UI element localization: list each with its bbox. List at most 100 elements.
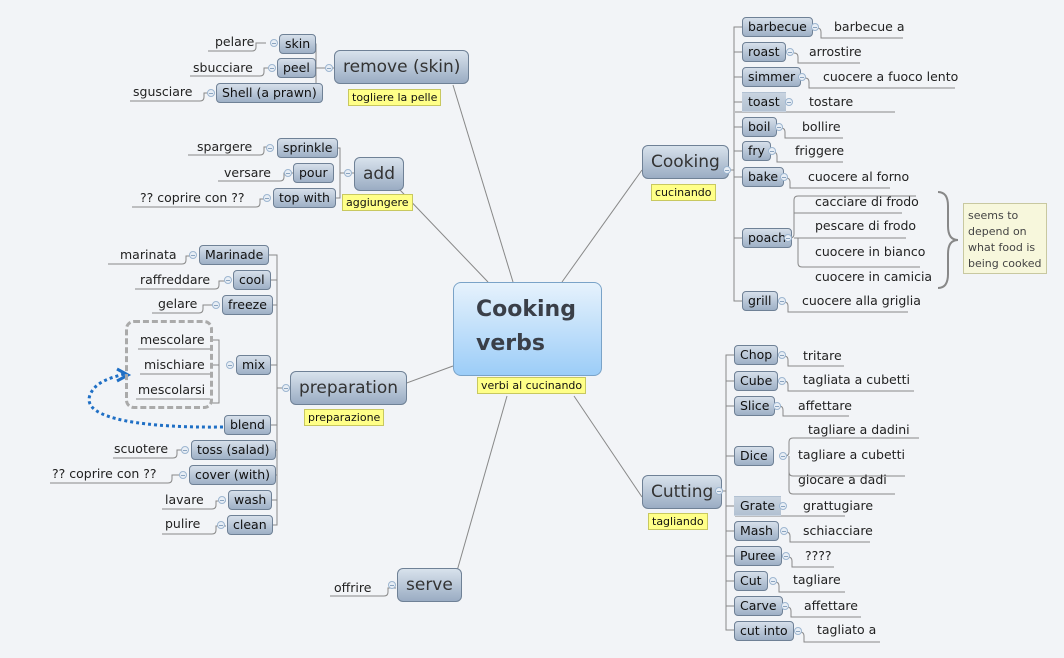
collapse-icon[interactable] [179,471,187,479]
node-sprinkle[interactable]: sprinkle [277,138,339,158]
collapse-icon[interactable] [263,194,271,202]
node-marinade[interactable]: Marinade [199,245,270,265]
collapse-icon[interactable] [785,98,793,106]
collapse-icon[interactable] [782,552,790,560]
leaf-raffreddare[interactable]: raffreddare [140,272,211,287]
leaf-mischiare[interactable]: mischiare [144,357,205,372]
node-dice[interactable]: Dice [734,446,774,466]
node-bake[interactable]: bake [742,167,785,187]
collapse-icon[interactable] [780,527,788,535]
leaf-versare[interactable]: versare [224,165,271,180]
collapse-icon[interactable] [811,23,819,31]
collapse-icon[interactable] [325,64,333,72]
node-poach[interactable]: poach [742,228,793,248]
node-carve[interactable]: Carve [734,596,783,616]
node-simmer[interactable]: simmer [742,67,802,87]
collapse-icon[interactable] [794,627,802,635]
leaf-tagliata-a-cubetti[interactable]: tagliata a cubetti [803,372,910,387]
node-pour[interactable]: pour [293,163,334,183]
node-grate[interactable]: Grate [734,496,782,516]
leaf-pescare-di-frodo[interactable]: pescare di frodo [815,218,917,233]
leaf-cuocere-alla-griglia[interactable]: cuocere alla griglia [802,293,921,308]
collapse-icon[interactable] [189,251,197,259]
collapse-icon[interactable] [218,496,226,504]
node-peel[interactable]: peel [277,58,316,78]
node-toss-salad[interactable]: toss (salad) [191,440,276,460]
leaf-friggere[interactable]: friggere [795,143,845,158]
node-wash[interactable]: wash [228,490,273,510]
leaf-tostare[interactable]: tostare [809,94,854,109]
leaf-affettare[interactable]: affettare [798,398,852,413]
node-chop[interactable]: Chop [734,345,779,365]
leaf-tagliare-a-dadini[interactable]: tagliare a dadini [808,422,910,437]
leaf-sbucciare[interactable]: sbucciare [193,60,253,75]
node-mix[interactable]: mix [236,355,272,375]
node-skin[interactable]: skin [279,34,317,54]
leaf-cuocere-al-forno[interactable]: cuocere al forno [808,169,910,184]
leaf-grattugiare[interactable]: grattugiare [803,498,874,513]
leaf-cacciare-di-frodo[interactable]: cacciare di frodo [815,194,919,209]
leaf-pulire[interactable]: pulire [165,516,201,531]
branch-add[interactable]: add [354,157,404,191]
collapse-icon[interactable] [773,402,781,410]
leaf-offrire[interactable]: offrire [334,580,372,595]
collapse-icon[interactable] [715,487,723,495]
central-topic[interactable]: Cooking verbs [453,282,602,376]
leaf-mescolarsi[interactable]: mescolarsi [138,382,206,397]
leaf-giocare-a-dadi[interactable]: giocare a dadi [798,472,887,487]
collapse-icon[interactable] [224,276,232,284]
leaf-tagliato-a[interactable]: tagliato a [817,622,877,637]
leaf-affettare-2[interactable]: affettare [804,598,858,613]
leaf-lavare[interactable]: lavare [165,492,204,507]
leaf-cuocere-in-camicia[interactable]: cuocere in camicia [815,269,933,284]
branch-remove-skin[interactable]: remove (skin) [334,50,470,84]
node-top-with[interactable]: top with [273,188,336,208]
node-puree[interactable]: Puree [734,546,782,566]
collapse-icon[interactable] [388,581,396,589]
collapse-icon[interactable] [769,577,777,585]
leaf-coprire-con[interactable]: ?? coprire con ?? [140,190,245,205]
collapse-icon[interactable] [282,384,290,392]
collapse-icon[interactable] [778,377,786,385]
leaf-marinata[interactable]: marinata [120,247,177,262]
leaf-coprire-con-2[interactable]: ?? coprire con ?? [52,466,157,481]
collapse-icon[interactable] [181,446,189,454]
collapse-icon[interactable] [768,147,776,155]
leaf-puree-unknown[interactable]: ???? [805,548,832,563]
node-mash[interactable]: Mash [734,521,779,541]
leaf-cuocere-in-bianco[interactable]: cuocere in bianco [815,244,926,259]
node-barbecue[interactable]: barbecue [742,17,813,37]
collapse-icon[interactable] [779,452,787,460]
collapse-icon[interactable] [778,297,786,305]
poach-callout[interactable]: seems to depend on what food is being co… [963,203,1047,274]
collapse-icon[interactable] [779,502,787,510]
branch-cutting[interactable]: Cutting [642,475,723,509]
collapse-icon[interactable] [723,166,731,174]
leaf-spargere[interactable]: spargere [197,139,253,154]
collapse-icon[interactable] [780,173,788,181]
node-grill[interactable]: grill [742,291,778,311]
node-cube[interactable]: Cube [734,371,779,391]
leaf-bollire[interactable]: bollire [802,119,841,134]
node-shell[interactable]: Shell (a prawn) [216,83,323,103]
node-cut-into[interactable]: cut into [734,621,794,641]
leaf-barbecue-a[interactable]: barbecue a [834,19,905,34]
node-cut[interactable]: Cut [734,571,768,591]
collapse-icon[interactable] [775,123,783,131]
collapse-icon[interactable] [786,48,794,56]
node-roast[interactable]: roast [742,42,786,62]
node-cover-with[interactable]: cover (with) [189,465,276,485]
leaf-tagliare-a-cubetti[interactable]: tagliare a cubetti [798,447,905,462]
collapse-icon[interactable] [268,64,276,72]
collapse-icon[interactable] [226,361,234,369]
collapse-icon[interactable] [784,234,792,242]
node-clean[interactable]: clean [227,515,273,535]
collapse-icon[interactable] [212,301,220,309]
branch-preparation[interactable]: preparation [290,371,408,405]
leaf-schiacciare[interactable]: schiacciare [803,523,873,538]
collapse-icon[interactable] [270,39,278,47]
collapse-icon[interactable] [781,602,789,610]
leaf-tagliare[interactable]: tagliare [793,572,841,587]
node-slice[interactable]: Slice [734,396,776,416]
branch-cooking[interactable]: Cooking [642,145,729,179]
